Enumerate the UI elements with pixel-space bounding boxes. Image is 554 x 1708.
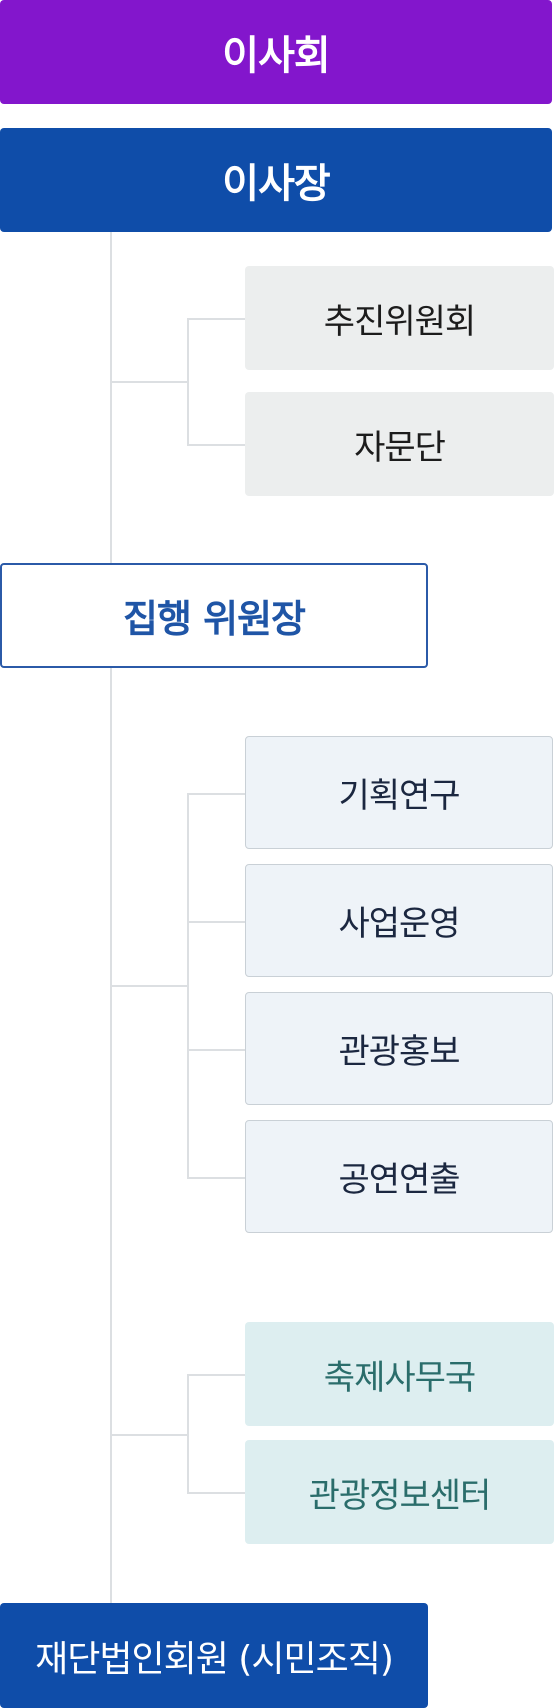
advisory-bracket-vertical bbox=[187, 318, 189, 445]
office-box-festival-secretariat: 축제사무국 bbox=[245, 1322, 554, 1426]
advisory-box-promotion-committee: 추진위원회 bbox=[245, 266, 554, 370]
main-vertical-connector bbox=[110, 232, 112, 1603]
office-box-tourist-info-center: 관광정보센터 bbox=[245, 1440, 554, 1544]
office-stub-2 bbox=[187, 1492, 245, 1494]
office-branch-connector bbox=[110, 1434, 188, 1436]
department-box-planning-research: 기획연구 bbox=[245, 736, 553, 849]
department-stub-1 bbox=[187, 793, 245, 795]
chairman-box: 이사장 bbox=[0, 128, 552, 232]
department-stub-2 bbox=[187, 921, 245, 923]
department-stub-4 bbox=[187, 1177, 245, 1179]
department-stub-3 bbox=[187, 1049, 245, 1051]
office-stub-1 bbox=[187, 1374, 245, 1376]
foundation-members-box: 재단법인회원 (시민조직) bbox=[0, 1603, 428, 1708]
department-bracket-vertical bbox=[187, 793, 189, 1178]
advisory-branch-connector bbox=[110, 381, 188, 383]
advisory-box-advisory-group: 자문단 bbox=[245, 392, 554, 496]
board-box: 이사회 bbox=[0, 0, 552, 104]
department-box-tourism-promotion: 관광홍보 bbox=[245, 992, 553, 1105]
office-bracket-vertical bbox=[187, 1374, 189, 1493]
department-box-business-operations: 사업운영 bbox=[245, 864, 553, 977]
department-box-performance-direction: 공연연출 bbox=[245, 1120, 553, 1233]
department-branch-connector bbox=[110, 985, 188, 987]
advisory-stub-1 bbox=[187, 318, 245, 320]
advisory-stub-2 bbox=[187, 444, 245, 446]
executive-director-box: 집행 위원장 bbox=[0, 563, 428, 668]
